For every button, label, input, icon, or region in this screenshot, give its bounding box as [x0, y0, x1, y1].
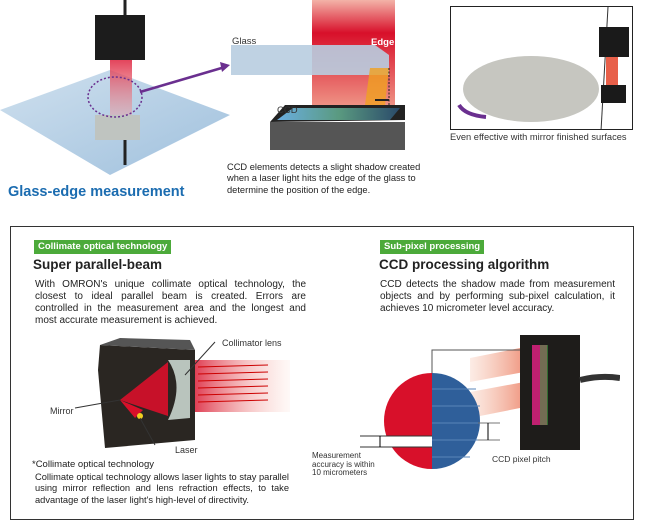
footnote-title: *Collimate optical technology [32, 459, 154, 470]
glass-label: Glass [232, 36, 257, 47]
subpixel-tag: Sub-pixel processing [380, 240, 485, 254]
right-body: CCD detects the shadow made from measure… [380, 279, 615, 314]
laser-source [137, 413, 143, 419]
photo-caption: Even effective with mirror finished surf… [450, 132, 627, 142]
edge-label: Edge [371, 37, 395, 48]
pointer-arrow [139, 65, 226, 94]
ccd-algorithm-illustration [360, 335, 620, 469]
feature-panel [10, 226, 634, 520]
pixel-pitch-label: CCD pixel pitch [492, 454, 551, 464]
laser-beam [110, 60, 132, 120]
shadow-half [384, 373, 432, 469]
collimate-sensor-illustration [74, 338, 290, 448]
laser-label: Laser [175, 445, 198, 455]
collimate-tag: Collimate optical technology [34, 240, 172, 254]
ccd-edge-diagram [231, 0, 405, 150]
wafer [463, 56, 599, 122]
accuracy-label: Measurement accuracy is within 10 microm… [312, 451, 375, 477]
section-title: Glass-edge measurement [8, 184, 185, 200]
rotation-arrow [457, 103, 487, 119]
glass [231, 45, 389, 75]
right-title: CCD processing algorithm [379, 257, 550, 272]
ccd-sensor [277, 108, 400, 120]
glass-edge-sensor-illustration [0, 0, 230, 175]
ccd-label: CCD [277, 105, 298, 116]
mirror-label: Mirror [50, 406, 74, 416]
left-title: Super parallel-beam [33, 257, 163, 272]
sensor-head-top [95, 15, 145, 60]
sensor-head-bottom [95, 115, 140, 140]
footnote-body: Collimate optical technology allows lase… [35, 472, 289, 505]
collimator-lens [168, 360, 190, 420]
ccd-block [270, 122, 405, 150]
ccd-sensor-head [520, 335, 580, 450]
diagram-caption: CCD elements detects a slight shadow cre… [227, 162, 421, 195]
ccd-pixel-half [432, 373, 480, 469]
parallel-beam [195, 360, 290, 412]
focus-circle [87, 76, 143, 118]
left-body: With OMRON's unique collimate optical te… [35, 279, 306, 326]
collimator-lens-label: Collimator lens [222, 338, 282, 348]
wafer-photo [450, 6, 633, 130]
